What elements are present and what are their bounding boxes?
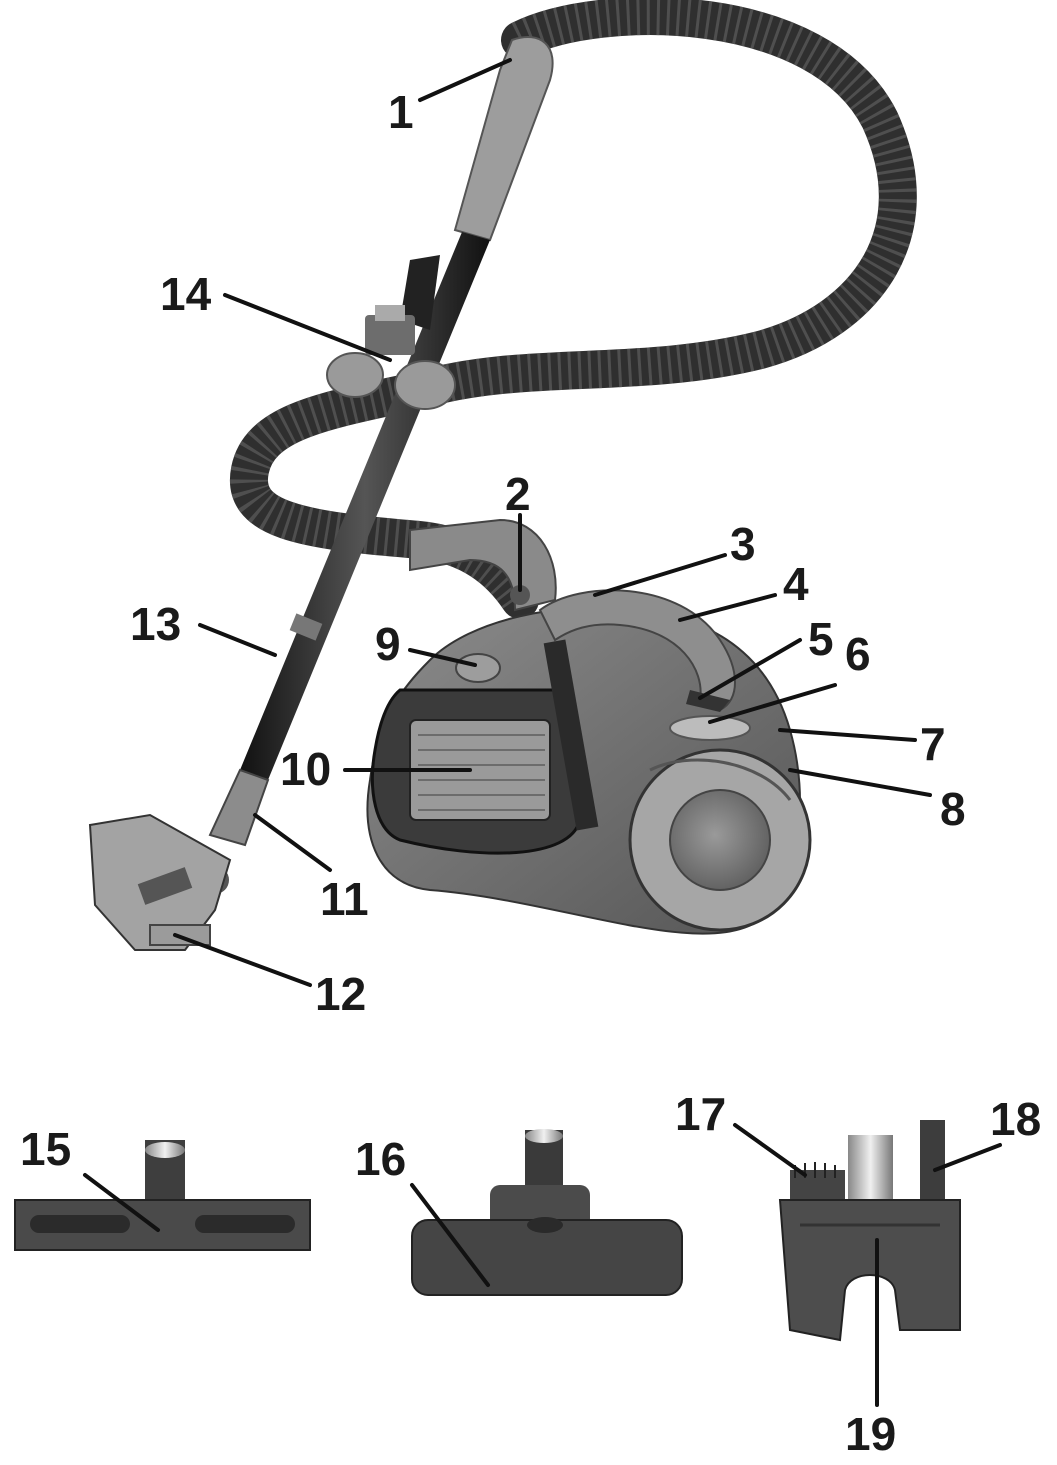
label-1: 1 bbox=[388, 86, 414, 138]
label-6: 6 bbox=[845, 628, 871, 680]
tube-holder-clip bbox=[326, 255, 456, 410]
accessory-combo-tool bbox=[778, 1120, 961, 1342]
label-19: 19 bbox=[845, 1408, 896, 1460]
label-12: 12 bbox=[315, 968, 366, 1020]
label-9: 9 bbox=[375, 618, 401, 670]
label-17: 17 bbox=[675, 1088, 726, 1140]
label-7: 7 bbox=[920, 718, 946, 770]
label-10: 10 bbox=[280, 743, 331, 795]
accessory-floor-nozzle bbox=[14, 1140, 311, 1251]
label-5: 5 bbox=[808, 613, 834, 665]
release-button bbox=[455, 653, 501, 683]
label-14: 14 bbox=[160, 268, 212, 320]
label-18: 18 bbox=[990, 1093, 1041, 1145]
label-15: 15 bbox=[20, 1123, 71, 1175]
nozzle-neck bbox=[208, 768, 270, 847]
vacuum-cleaner-illustration bbox=[88, 0, 917, 951]
label-16: 16 bbox=[355, 1133, 406, 1185]
label-11: 11 bbox=[320, 873, 369, 925]
label-4: 4 bbox=[783, 558, 809, 610]
label-13: 13 bbox=[130, 598, 181, 650]
accessory-turbo-brush bbox=[411, 1129, 683, 1296]
power-button bbox=[669, 715, 751, 741]
part-labels: 1 2 3 4 5 6 7 8 9 10 11 12 13 14 15 16 1… bbox=[20, 86, 1041, 1460]
leader-lines bbox=[83, 58, 1002, 1407]
label-3: 3 bbox=[730, 518, 756, 570]
hose bbox=[229, 0, 917, 619]
label-8: 8 bbox=[940, 783, 966, 835]
hose-handle bbox=[453, 35, 554, 242]
label-2: 2 bbox=[505, 468, 531, 520]
